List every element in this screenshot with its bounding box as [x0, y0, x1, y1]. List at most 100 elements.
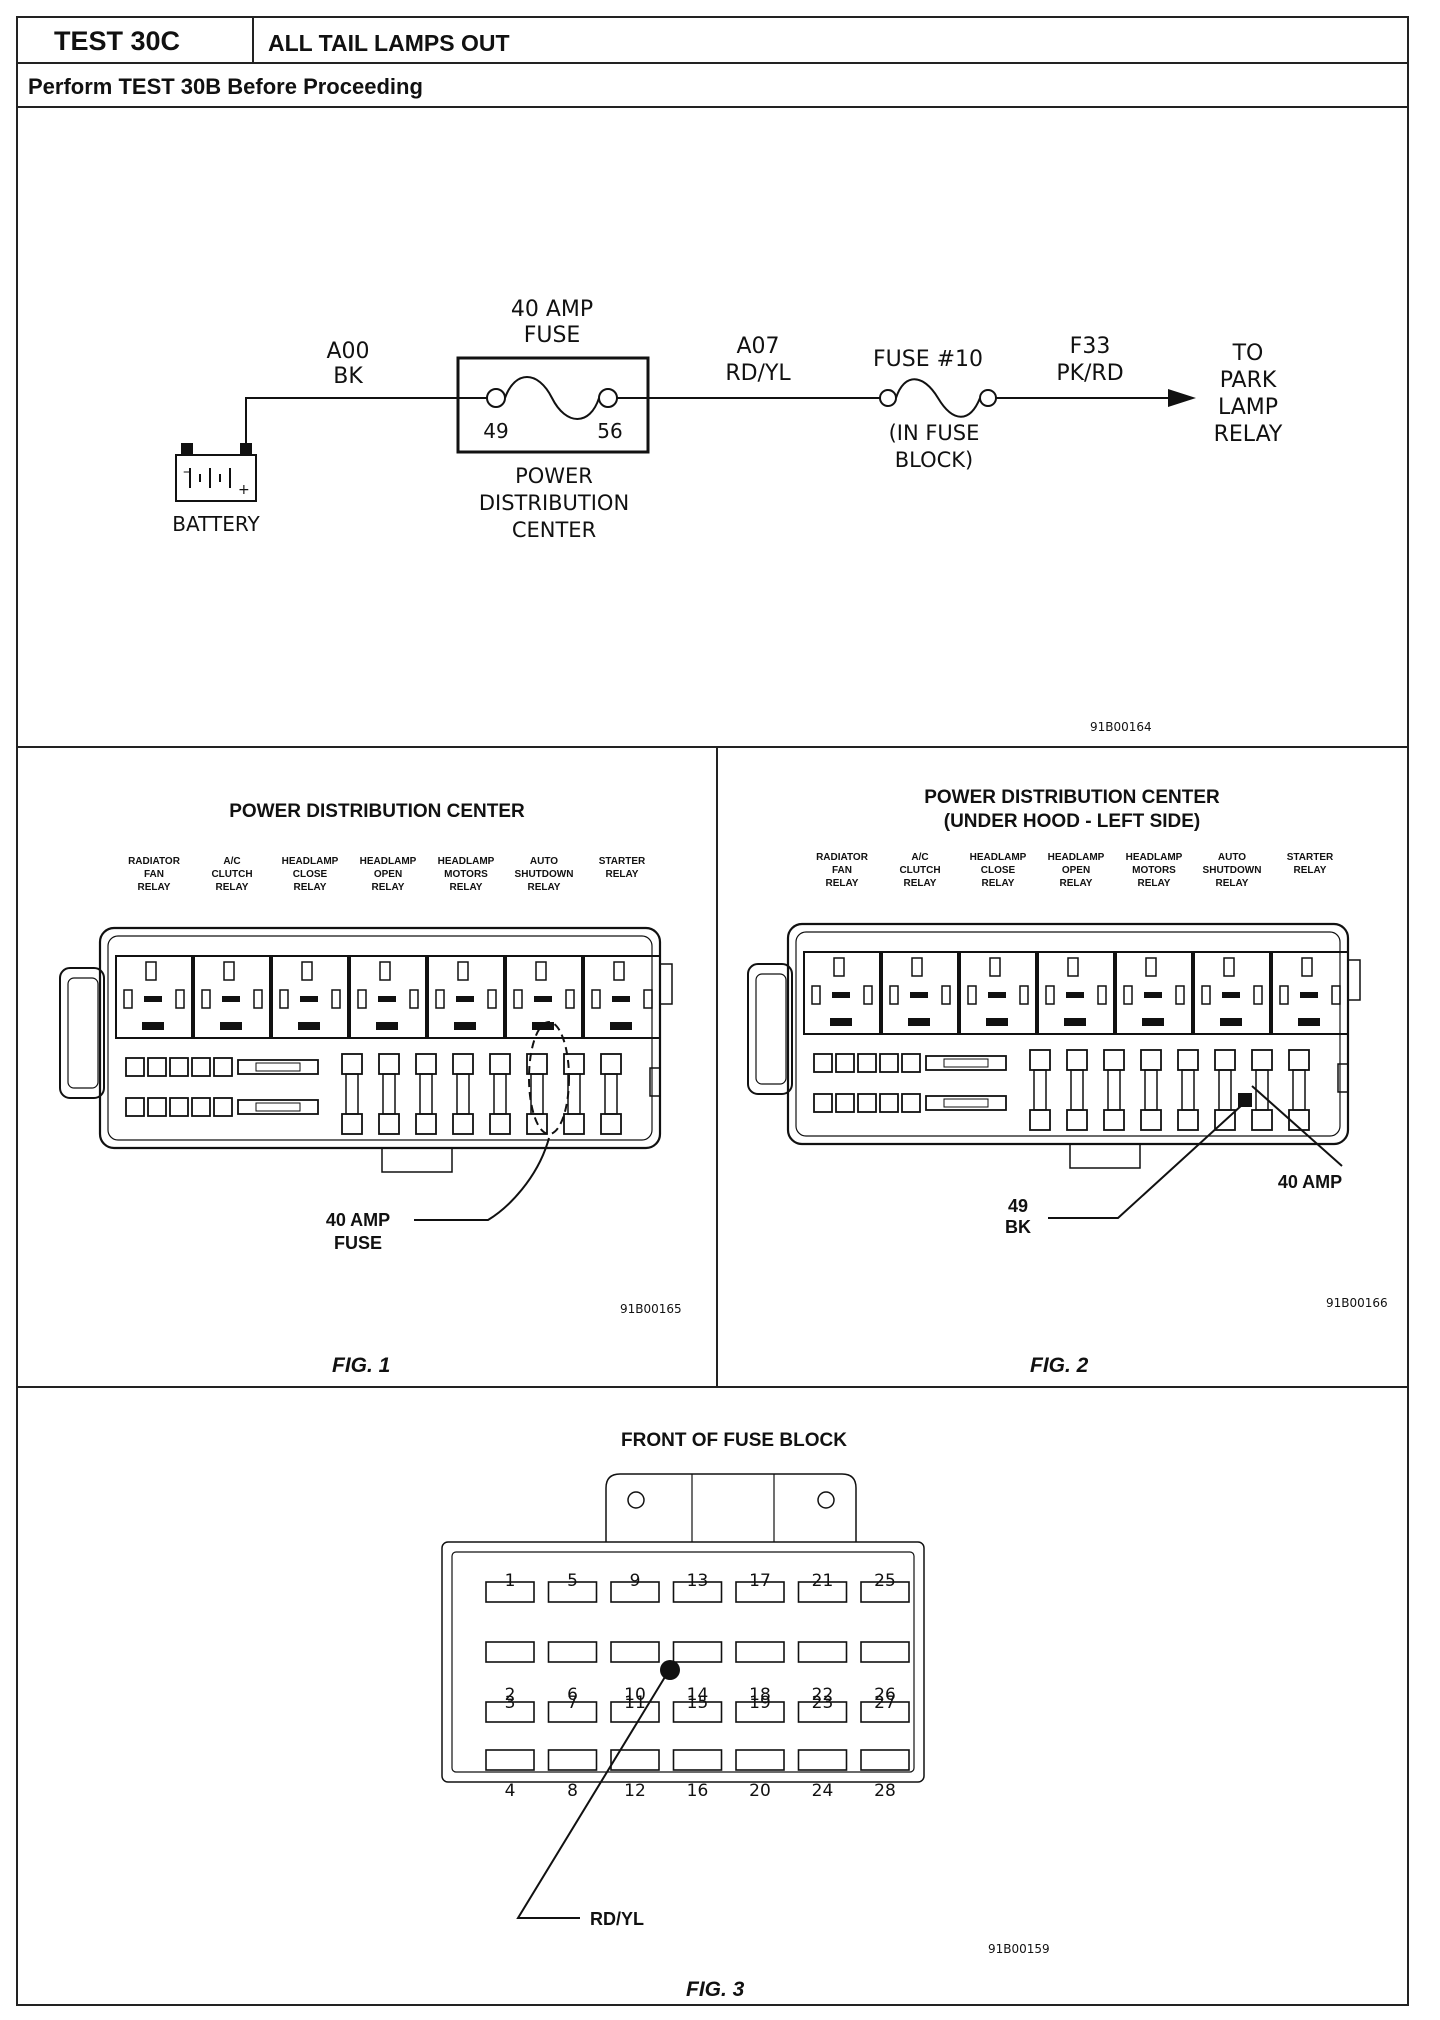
maxi-fuse [1029, 1049, 1051, 1071]
fuse-slot [485, 1701, 535, 1723]
fuse-slot-number: 5 [567, 1571, 578, 1591]
relay-socket [271, 955, 349, 1039]
fuse-slot [860, 1641, 910, 1663]
fig1-caption: FIG. 1 [332, 1354, 391, 1377]
fuse-slot-number: 15 [687, 1693, 709, 1713]
mini-fuse [857, 1053, 877, 1073]
svg-text:+: + [238, 482, 250, 498]
callout-49-leader [1048, 1104, 1243, 1219]
fuse-block-tab [605, 1473, 857, 1542]
wire-a07-color: RD/YL [725, 361, 791, 386]
relay-socket [583, 955, 661, 1039]
fuse-slot-number: 18 [749, 1685, 771, 1705]
mini-fuse [191, 1097, 211, 1117]
fig2-title-1: POWER DISTRIBUTION CENTER [924, 787, 1220, 808]
terminal-49-label: 49 [483, 419, 508, 443]
maxi-fuse [600, 1053, 622, 1075]
mounting-hole-right [817, 1491, 835, 1509]
fuse-element [504, 376, 600, 420]
relay-label: A/C [911, 852, 928, 863]
wire-a07-circuit: A07 [736, 334, 779, 359]
fuse-slot [797, 1641, 848, 1663]
relay-label: HEADLAMP [282, 856, 339, 867]
fuse-slot-number: 14 [687, 1685, 709, 1705]
mini-fuse [813, 1053, 833, 1073]
relay-socket [193, 955, 271, 1039]
terminal-49-marker [1238, 1093, 1252, 1107]
mini-fuse [857, 1093, 877, 1113]
dest-2: PARK [1220, 368, 1277, 393]
fuse-slot-number: 10 [624, 1685, 646, 1705]
fig2-caption: FIG. 2 [1030, 1354, 1089, 1377]
pdc-latch [59, 967, 105, 1099]
mounting-hole-left [627, 1491, 645, 1509]
fig1-pdc-drawing: POWER DISTRIBUTION CENTER RADIATORFANREL… [59, 801, 673, 1253]
fig2-callout-bk: BK [1005, 1217, 1031, 1237]
fuse-slot-number: 23 [812, 1693, 834, 1713]
fuse-slot [735, 1749, 785, 1771]
fuse-slot-number: 20 [749, 1781, 771, 1801]
wiring-schematic: – + BATTERY A00 BK 40 AMP FUSE 49 56 POW… [172, 297, 1283, 542]
pdc-label-1: POWER [515, 464, 593, 488]
relay-label: RELAY [450, 882, 483, 893]
relay-label: RELAY [606, 869, 639, 880]
test-sheet: TEST 30C ALL TAIL LAMPS OUT Perform TEST… [16, 16, 1409, 2006]
mini-fuse [213, 1097, 233, 1117]
fuse-slot-number: 26 [874, 1685, 896, 1705]
relay-label: MOTORS [444, 869, 488, 880]
terminal-56 [598, 388, 618, 408]
pdc-label-2: DISTRIBUTION [479, 491, 629, 515]
fig1-title: POWER DISTRIBUTION CENTER [229, 801, 525, 822]
fuse-slot [485, 1641, 535, 1663]
pdc-label-3: CENTER [512, 518, 596, 542]
relay-socket [1271, 951, 1349, 1035]
mini-fuse [169, 1097, 189, 1117]
fuse-slot [797, 1701, 848, 1723]
header-bar: TEST 30C ALL TAIL LAMPS OUT [18, 18, 1407, 64]
relay-label: HEADLAMP [360, 856, 417, 867]
fuse-slot [610, 1749, 660, 1771]
relay-label: HEADLAMP [1126, 852, 1183, 863]
fuse-slot [797, 1581, 848, 1603]
relay-label: AUTO [530, 856, 558, 867]
maxi-fuse [341, 1053, 363, 1075]
relay-label: RELAY [1138, 878, 1171, 889]
fig3-code: 91B00159 [988, 1942, 1050, 1956]
relay-label: CLUTCH [211, 869, 252, 880]
fig2-code: 91B00166 [1326, 1296, 1388, 1310]
relay-label: RELAY [138, 882, 171, 893]
maxi-fuse [1177, 1049, 1199, 1071]
maxi-fuse [489, 1053, 511, 1075]
fuse-slot [860, 1701, 910, 1723]
fuse-10-marker [660, 1660, 680, 1680]
fig1-callout-1: 40 AMP [326, 1210, 390, 1230]
fuse-slot [547, 1641, 598, 1663]
mini-fuse [147, 1057, 167, 1077]
maxi-fuse [1140, 1049, 1162, 1071]
relay-socket [959, 951, 1037, 1035]
mini-fuse [169, 1057, 189, 1077]
fuse-slot-number: 9 [630, 1571, 641, 1591]
fig3-title: FRONT OF FUSE BLOCK [621, 1430, 847, 1451]
rdyl-leader [516, 1671, 669, 1919]
fig1-code: 91B00165 [620, 1302, 682, 1316]
battery-label: BATTERY [172, 512, 260, 536]
relay-label: CLOSE [981, 865, 1016, 876]
fuse-slot [797, 1749, 848, 1771]
fuse-slot [672, 1641, 723, 1663]
wire-f33-circuit: F33 [1070, 334, 1111, 359]
fig3-caption: FIG. 3 [686, 1978, 745, 2001]
relay-label: STARTER [1287, 852, 1334, 863]
fuse-slot-number: 21 [812, 1571, 834, 1591]
wire-f33-color: PK/RD [1056, 361, 1123, 386]
relay-label: SHUTDOWN [515, 869, 574, 880]
mini-fuse [813, 1093, 833, 1113]
arrow-head [1168, 389, 1196, 407]
relay-label: STARTER [599, 856, 646, 867]
battery-symbol: – + [175, 443, 257, 502]
dest-1: TO [1232, 341, 1264, 366]
pdc-latch [747, 963, 793, 1095]
fuse-slot-number: 3 [505, 1693, 516, 1713]
fuse-slot-number: 17 [749, 1571, 771, 1591]
